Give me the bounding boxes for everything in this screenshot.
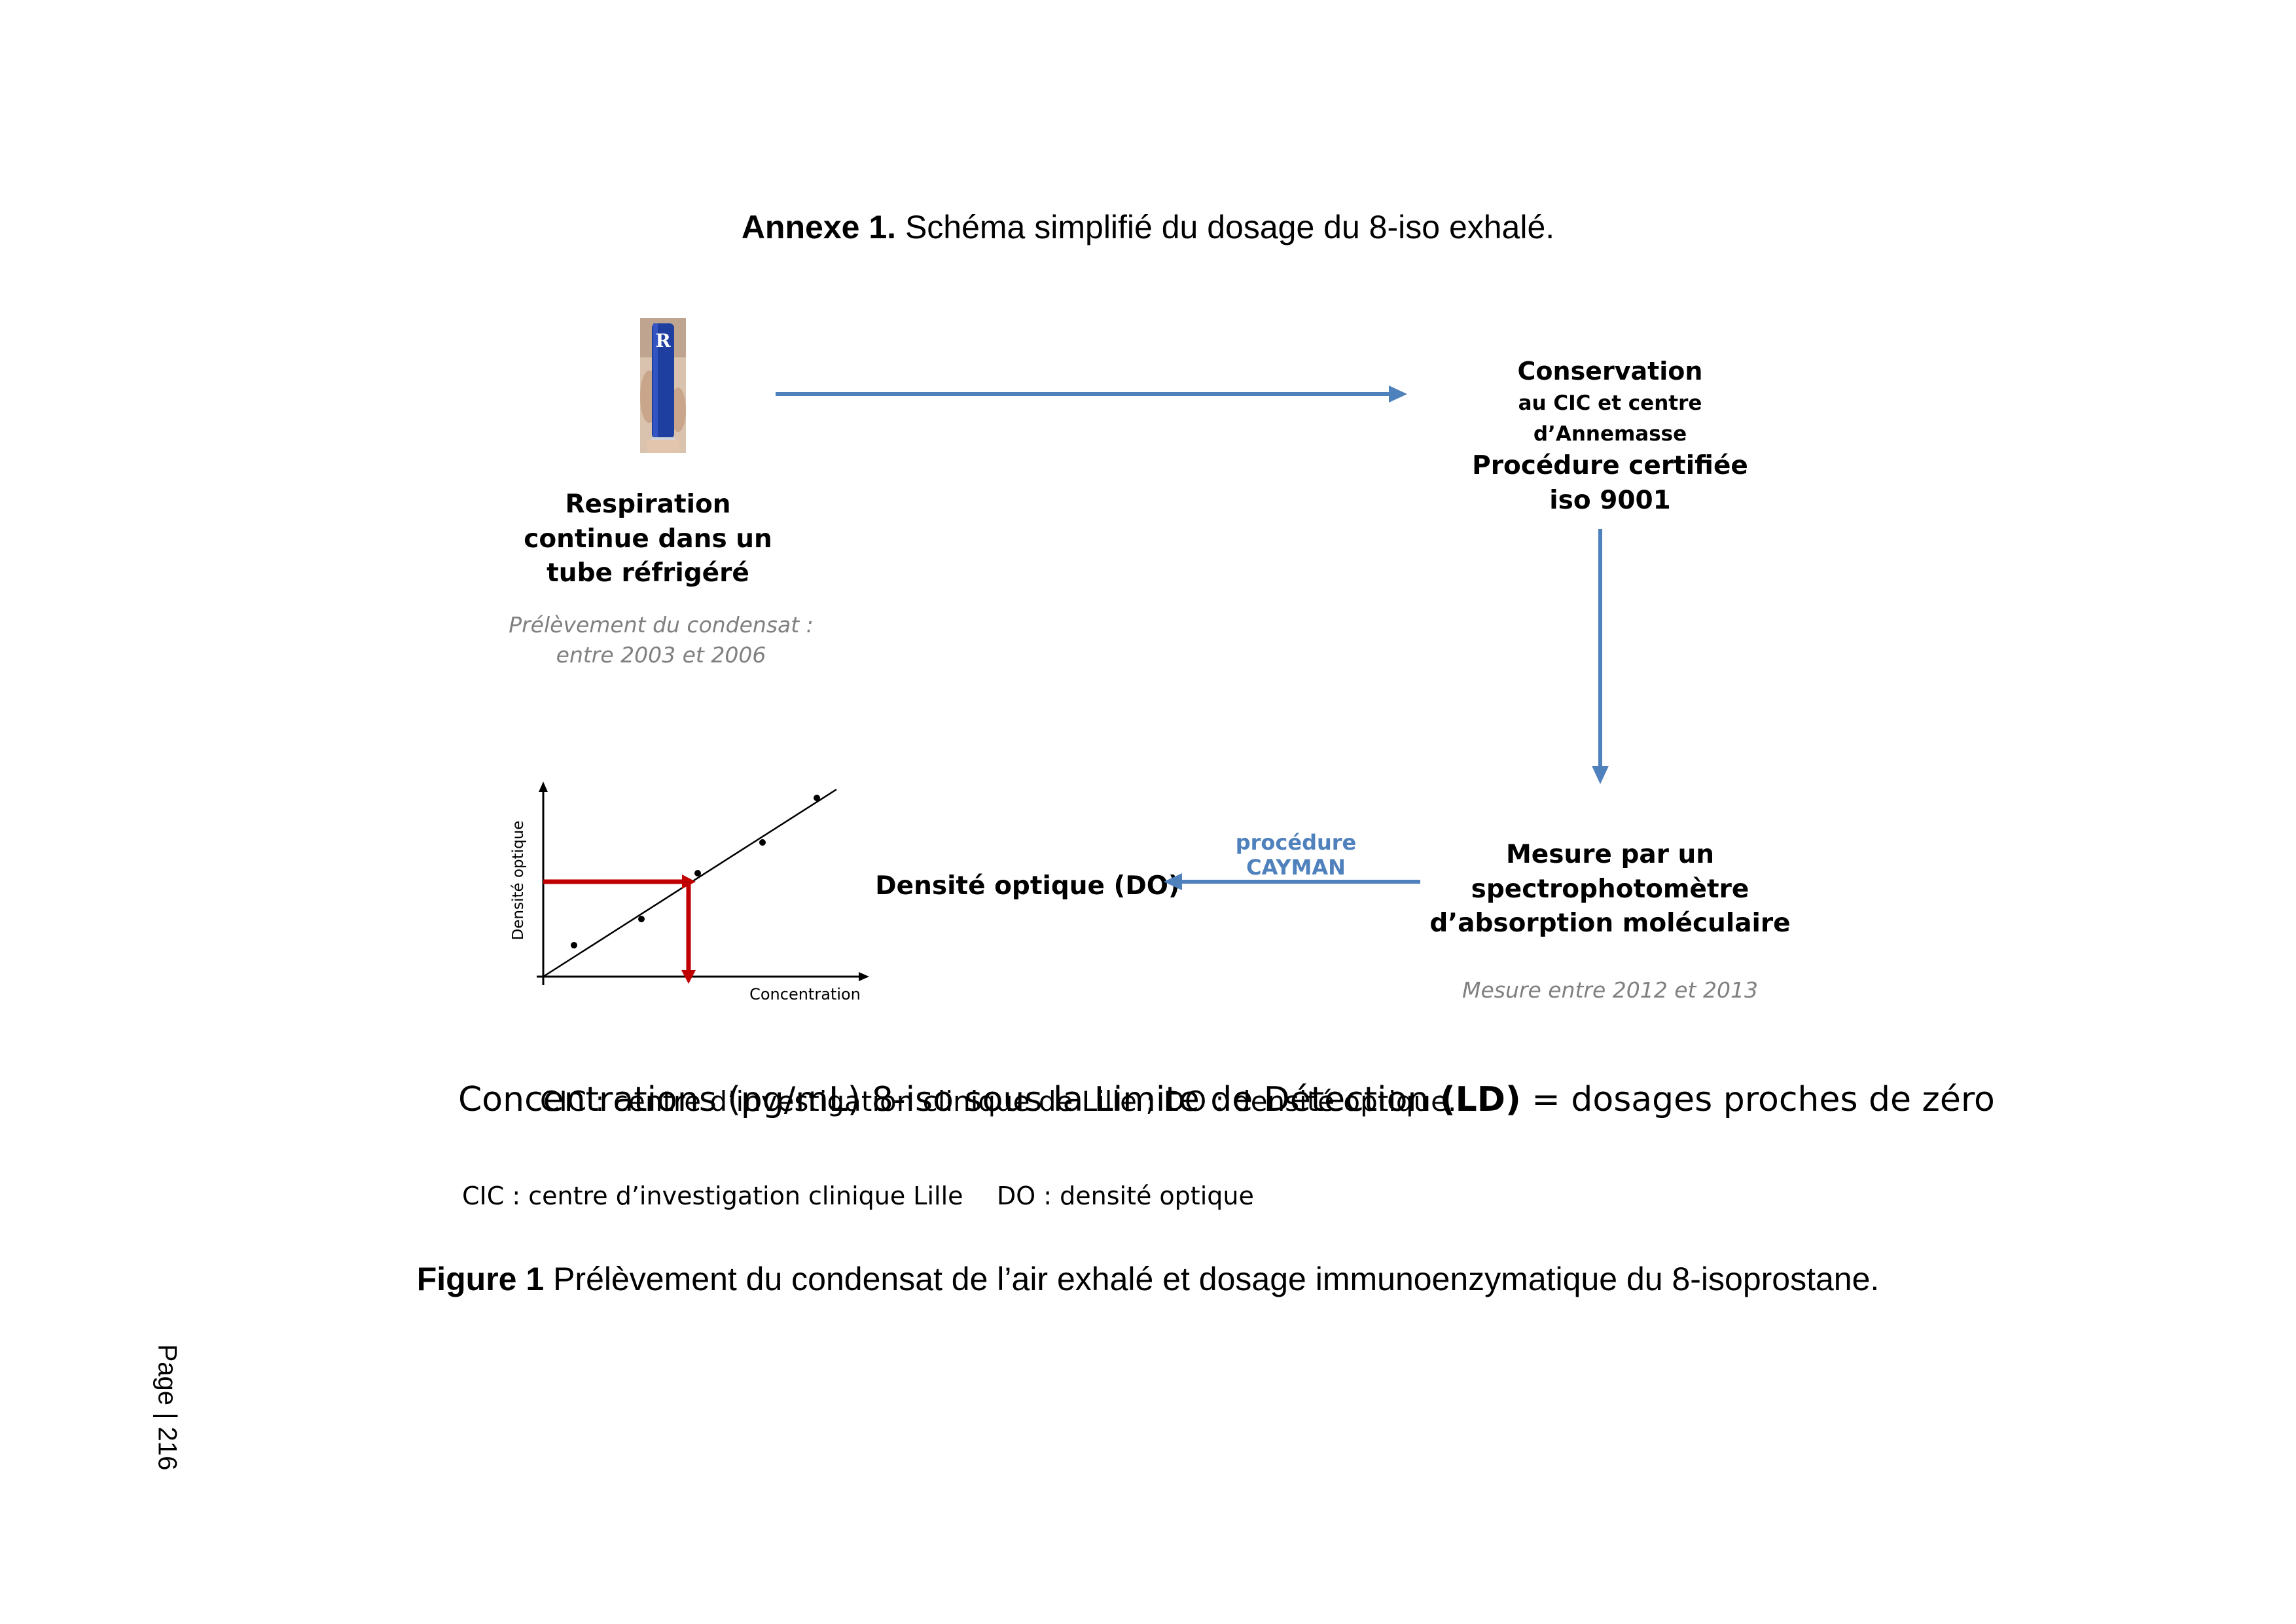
measurement-line: spectrophotomètre bbox=[1471, 874, 1749, 904]
calibration-point bbox=[571, 942, 577, 948]
measurement-line: Mesure par un bbox=[1505, 840, 1715, 869]
legend-do: DO : densité optique bbox=[997, 1182, 1254, 1210]
calibration-point bbox=[759, 839, 766, 846]
overlay-abbreviation-line: CIC : centre d’investigation clinique de… bbox=[540, 1085, 1457, 1117]
detection-limit-abbr: (LD) bbox=[1439, 1080, 1521, 1119]
refrigerated-tube-icon: R bbox=[640, 318, 686, 453]
y-axis bbox=[539, 782, 548, 985]
storage-certified-line: iso 9001 bbox=[1549, 485, 1671, 515]
measurement-line: d’absorption moléculaire bbox=[1429, 909, 1791, 939]
calibration-point bbox=[638, 916, 645, 922]
detection-limit-text: Concentrations (pg/mL) 8-iso sous la Lim… bbox=[458, 1080, 1440, 1119]
arrow-to-measurement bbox=[1592, 529, 1609, 784]
breathing-note-line: Prélèvement du condensat : bbox=[509, 612, 814, 638]
breathing-step: Respiration continue dans un tube réfrig… bbox=[471, 488, 825, 591]
breathing-line: tube réfrigéré bbox=[547, 558, 749, 588]
figure-caption: Figure 1 Prélèvement du condensat de l’a… bbox=[0, 1260, 2296, 1298]
breathing-note: Prélèvement du condensat : entre 2003 et… bbox=[458, 610, 864, 670]
cayman-procedure-label: procédure CAYMAN bbox=[1235, 830, 1357, 880]
figure-label: Figure 1 bbox=[416, 1261, 545, 1297]
calibration-point bbox=[814, 795, 820, 801]
svg-text:R: R bbox=[655, 330, 671, 352]
calibration-mini-chart: Densité optique Concentration bbox=[510, 782, 869, 1003]
overlay-detection-limit-line: Concentrations (pg/mL) 8-iso sous la Lim… bbox=[458, 1080, 1995, 1119]
figure-caption-text: Prélèvement du condensat de l’air exhalé… bbox=[553, 1261, 1880, 1297]
y-axis-label: Densité optique bbox=[510, 821, 527, 941]
annex-title: Schéma simplifié du dosage du 8-iso exha… bbox=[905, 209, 1555, 245]
breathing-line: continue dans un bbox=[524, 524, 772, 554]
storage-step: Conservation au CIC et centre d’Annemass… bbox=[1453, 355, 1767, 518]
breathing-line: Respiration bbox=[565, 490, 731, 519]
storage-title: Conservation bbox=[1517, 357, 1703, 386]
storage-sub-line: d’Annemasse bbox=[1533, 422, 1687, 446]
storage-sub-line: au CIC et centre bbox=[1518, 391, 1702, 416]
x-axis bbox=[537, 972, 869, 981]
legend-cic: CIC : centre d’investigation clinique Li… bbox=[462, 1182, 963, 1210]
reading-arrow-horizontal bbox=[543, 875, 696, 889]
annex-heading: Annexe 1. Schéma simplifié du dosage du … bbox=[0, 208, 2296, 246]
storage-certified-line: Procédure certifiée bbox=[1472, 451, 1748, 481]
measurement-note: Mesure entre 2012 et 2013 bbox=[1462, 977, 1758, 1003]
page-number-text: Page | 216 bbox=[152, 1344, 182, 1471]
arrow-to-optical-density bbox=[1164, 873, 1420, 890]
arrow-to-storage bbox=[776, 386, 1407, 403]
calibration-point bbox=[694, 870, 701, 876]
x-axis-label: Concentration bbox=[749, 985, 861, 1003]
breathing-note-line: entre 2003 et 2006 bbox=[556, 642, 766, 668]
measurement-step: Mesure par un spectrophotomètre d’absorp… bbox=[1427, 838, 1793, 941]
annex-label: Annexe 1. bbox=[741, 209, 897, 245]
detection-limit-result: = dosages proches de zéro bbox=[1520, 1080, 1995, 1119]
page-number: Page | 216 bbox=[128, 1335, 206, 1479]
reading-arrow-vertical bbox=[681, 882, 696, 984]
optical-density-label: Densité optique (DO) bbox=[875, 871, 1180, 901]
